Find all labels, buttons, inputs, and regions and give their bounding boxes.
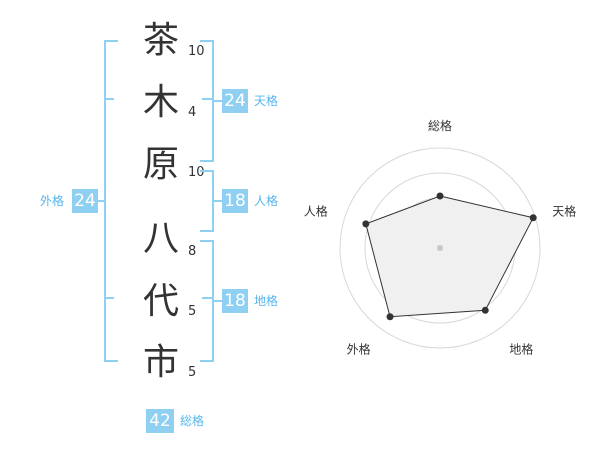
radar-ring: [339, 147, 541, 349]
chikaku-score: 18: [222, 289, 248, 313]
chikaku-bracket-tick: [202, 297, 212, 299]
chikaku-label: 地格: [254, 294, 279, 308]
stroke-count-5: 5: [188, 304, 197, 319]
chikaku-bracket: [200, 240, 214, 362]
radar-axis-label: 総格: [428, 118, 452, 133]
radar-area: [365, 195, 534, 318]
radar-axis-label: 地格: [509, 341, 533, 356]
stroke-count-1: 10: [188, 44, 205, 59]
tenkaku-bracket-tick: [202, 98, 212, 100]
radar-point-1: [436, 192, 444, 200]
gaikaku-bracket-tick: [104, 297, 114, 299]
radar-point-4: [386, 313, 394, 321]
jinkaku-score: 18: [222, 189, 248, 213]
radar-point-5: [362, 220, 370, 228]
name-char-4: 八: [142, 218, 179, 259]
name-char-3: 原: [142, 144, 179, 185]
gaikaku-bracket-tick: [104, 98, 114, 100]
soukaku-score: 42: [146, 409, 174, 433]
gaikaku-score: 24: [72, 189, 98, 213]
stroke-count-6: 5: [188, 365, 197, 380]
gaikaku-connector: [96, 200, 104, 202]
gaikaku-bracket: [104, 40, 118, 362]
radar-point-3: [481, 306, 489, 314]
radar-axis-label: 人格: [304, 204, 328, 219]
stroke-count-4: 8: [188, 244, 197, 259]
tenkaku-bracket: [200, 40, 214, 162]
radar-point-2: [529, 214, 537, 222]
jinkaku-connector: [214, 200, 222, 202]
tenkaku-connector: [214, 100, 222, 102]
jinkaku-label: 人格: [254, 194, 279, 208]
tenkaku-score: 24: [222, 89, 248, 113]
gaikaku-label: 外格: [40, 194, 65, 208]
radar-center: [437, 245, 443, 251]
stroke-count-3: 10: [188, 165, 205, 180]
name-char-2: 木: [142, 82, 179, 123]
name-char-1: 茶: [142, 20, 179, 61]
tenkaku-label: 天格: [254, 94, 279, 108]
name-char-6: 市: [142, 342, 179, 383]
radar-axis-label: 外格: [347, 341, 371, 356]
radar-axis-label: 天格: [552, 204, 576, 219]
jinkaku-bracket: [200, 170, 214, 232]
name-char-5: 代: [142, 281, 179, 322]
stroke-count-2: 4: [188, 105, 197, 120]
soukaku-label: 総格: [180, 414, 205, 428]
chikaku-connector: [214, 300, 222, 302]
